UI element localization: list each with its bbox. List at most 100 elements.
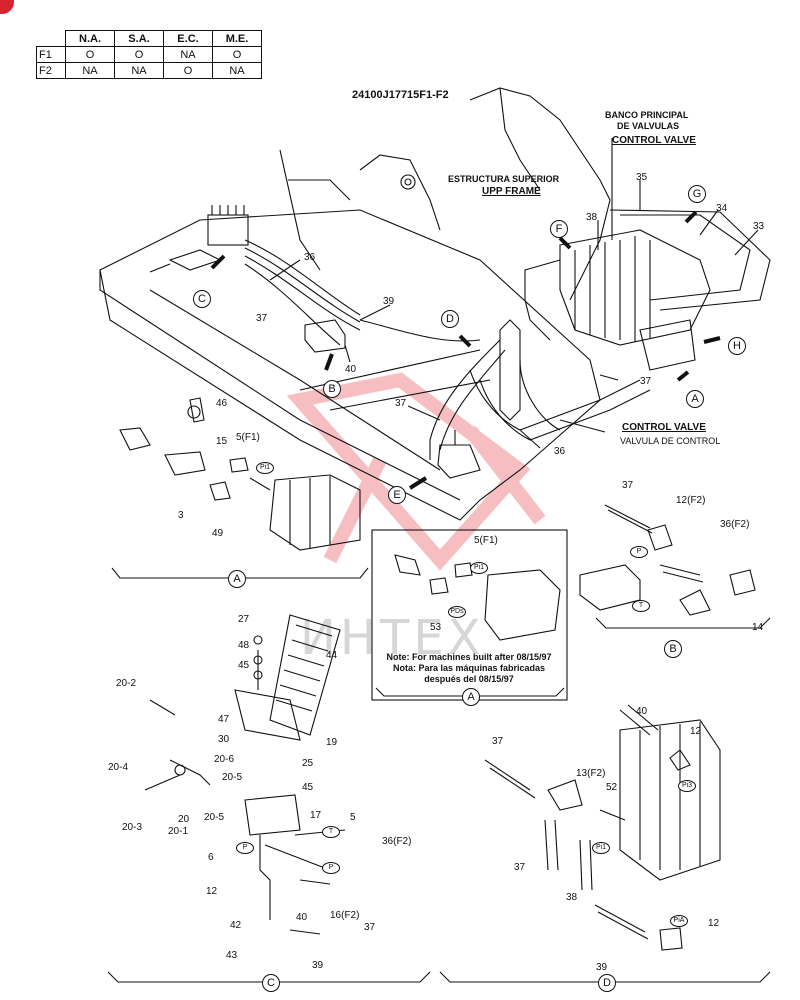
part-number: 40 (636, 706, 648, 717)
table-row: F2 NA NA O NA (36, 62, 262, 79)
port-pi1-inset: Pi1 (470, 562, 488, 574)
banco-label: BANCO PRINCIPAL (605, 110, 689, 120)
part-number: 12(F2) (676, 495, 706, 506)
part-number: 12 (690, 726, 702, 737)
part-number: 17 (310, 810, 322, 821)
view-callout-f: F (550, 220, 568, 238)
part-number: 20-5 (222, 772, 243, 783)
part-number: 14 (752, 622, 764, 633)
view-callout-e: E (388, 486, 406, 504)
view-callout-b: B (323, 380, 341, 398)
hose-37 (429, 339, 501, 460)
part-number: 5 (350, 812, 356, 823)
part-number: 5(F1) (236, 432, 260, 443)
control-valve-label-2: CONTROL VALVE (622, 422, 706, 433)
port-pds: PDs (448, 606, 466, 618)
part-number: 42 (230, 920, 242, 931)
table-row: F1 O O NA O (36, 46, 262, 63)
part-number: 37 (395, 398, 407, 409)
part-number: 5(F1) (474, 535, 498, 546)
port-p-b: P (630, 546, 648, 558)
doc-code: 24100J17715F1-F2 (352, 89, 449, 101)
part-number: 20-3 (122, 822, 143, 833)
part-number: 20-2 (116, 678, 137, 689)
watermark-emblem (286, 372, 546, 571)
section-label-d: D (598, 974, 616, 992)
part-number: 15 (216, 436, 228, 447)
part-number: 20 (178, 814, 190, 825)
part-number: 37 (492, 736, 504, 747)
part-number: 45 (238, 660, 250, 671)
part-number: 39 (383, 296, 395, 307)
part-number: 13(F2) (576, 768, 606, 779)
view-callout-g: G (688, 185, 706, 203)
part-number: 30 (218, 734, 230, 745)
view-callout-d: D (441, 310, 459, 328)
view-callout-a: A (686, 390, 704, 408)
part-number: 3 (178, 510, 184, 521)
part-number: 34 (716, 203, 728, 214)
main-control-valve (559, 229, 711, 346)
part-number: 37 (256, 313, 268, 324)
row-header: F2 (36, 62, 66, 79)
part-number: 20-4 (108, 762, 129, 773)
banco-label-2: DE VALVULAS (617, 121, 680, 131)
port-b-c: P (236, 842, 254, 854)
part-number: 25 (302, 758, 314, 769)
valvula-label: VALVULA DE CONTROL (620, 436, 721, 446)
availability-table: N.A. S.A. E.C. M.E. F1 O O NA O F2 NA NA… (36, 30, 262, 79)
part-number: 33 (753, 221, 765, 232)
view-callout-h: H (728, 337, 746, 355)
part-number: 36 (304, 252, 316, 263)
part-number: 37 (364, 922, 376, 933)
part-number: 36 (554, 446, 566, 457)
note-en: Note: For machines built after 08/15/97 (386, 652, 552, 662)
part-number: 39 (312, 960, 324, 971)
part-number: 35 (636, 172, 648, 183)
control-valve-label: CONTROL VALVE (612, 135, 696, 146)
part-number: 40 (345, 364, 357, 375)
part-number: 16(F2) (330, 910, 360, 921)
table-cell: NA (212, 62, 262, 79)
part-number: 36(F2) (720, 519, 750, 530)
table-header-row: N.A. S.A. E.C. M.E. (37, 30, 262, 47)
part-number: 43 (226, 950, 238, 961)
part-number: 20-5 (204, 812, 225, 823)
port-p-c: P (322, 862, 340, 874)
part-number: 48 (238, 640, 250, 651)
part-number: 36(F2) (382, 836, 412, 847)
part-number: 47 (218, 714, 230, 725)
part-number: 45 (302, 782, 314, 793)
section-label-a: A (228, 570, 246, 588)
part-number: 12 (708, 918, 720, 929)
part-number: 39 (596, 962, 608, 973)
platform-outline (99, 209, 601, 521)
boom-outline (469, 87, 611, 301)
port-pi3: Pi3 (678, 780, 696, 792)
port-t-c: T (322, 826, 340, 838)
part-number: 20-1 (168, 826, 189, 837)
part-number: 53 (430, 622, 442, 633)
part-number: 37 (640, 376, 652, 387)
part-number: 27 (238, 614, 250, 625)
part-number: 40 (296, 912, 308, 923)
pedal-pad (269, 614, 341, 736)
section-label-a-inset: A (462, 688, 480, 706)
note-es: Nota: Para las máquinas fabricadas (392, 663, 546, 673)
watermark-text: ИНТЕХ (300, 610, 485, 666)
view-callout-c: C (193, 290, 211, 308)
port-pia: PiA (670, 915, 688, 927)
part-number: 37 (622, 480, 634, 491)
port-t-b: T (632, 600, 650, 612)
part-number: 52 (606, 782, 618, 793)
part-number: 20-6 (214, 754, 235, 765)
part-number: 38 (566, 892, 578, 903)
part-number: 38 (586, 212, 598, 223)
column-header: S.A. (114, 30, 164, 47)
note-es-2: después del 08/15/97 (424, 674, 514, 684)
estructura-label: ESTRUCTURA SUPERIOR (448, 174, 560, 184)
section-label-c: C (262, 974, 280, 992)
part-number: 12 (206, 886, 218, 897)
part-number: 44 (326, 650, 338, 661)
